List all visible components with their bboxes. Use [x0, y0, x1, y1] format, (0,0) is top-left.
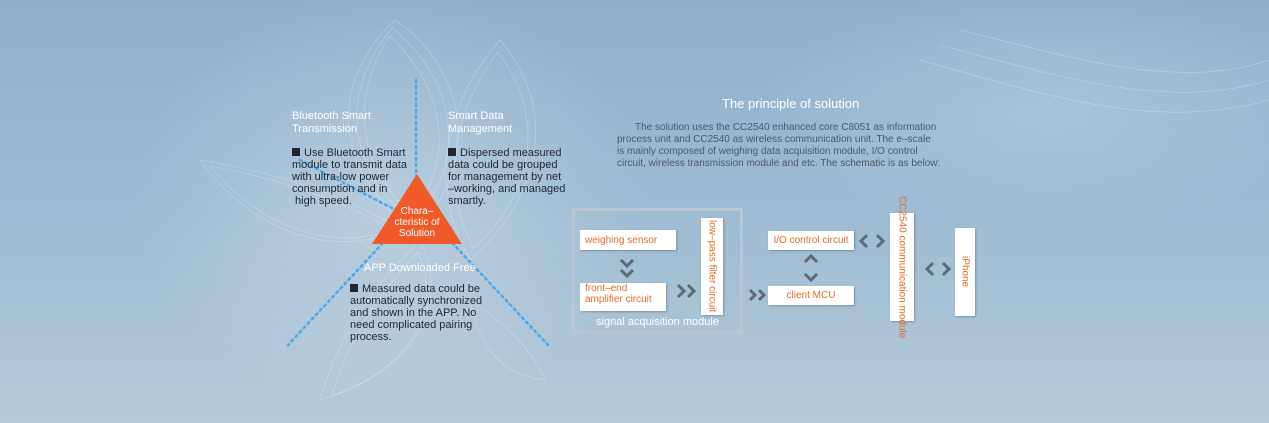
bluetooth-feature-body: Use Bluetooth Smart module to transmit d… [292, 147, 407, 207]
bullet-square-icon [448, 148, 456, 156]
chevron-updown-icon [803, 253, 819, 288]
chevron-right-double-icon [748, 288, 770, 307]
io-control-box: I/O control circuit [768, 231, 854, 250]
chevron-down-icon [619, 258, 635, 282]
weighing-sensor-box: weighing sensor [580, 230, 676, 250]
bluetooth-feature-title: Bluetooth Smart Transmission [292, 110, 371, 135]
app-feature-title: APP Downloaded Free [364, 262, 476, 274]
frontend-amplifier-box: front–end amplifier circuit [580, 283, 666, 311]
signal-acquisition-frame [572, 208, 743, 334]
signal-acquisition-label: signal acquisition module [596, 316, 719, 328]
cc2540-module-box: CC2540 communication module [890, 196, 914, 338]
solution-triangle [372, 174, 462, 244]
chevron-leftright-icon [924, 261, 952, 282]
chevron-right-double-icon [676, 283, 700, 304]
principle-title: The principle of solution [722, 96, 860, 111]
client-mcu-box: client MCU [768, 286, 854, 305]
iphone-box: iPhone [955, 228, 975, 316]
principle-body: The solution uses the CC2540 enhanced co… [617, 122, 941, 169]
chevron-leftright-icon [858, 233, 886, 254]
lowpass-filter-box: low–pass filter circuit [701, 218, 723, 315]
app-feature-body: Measured data could be automatically syn… [350, 283, 483, 343]
triangle-label: Chara– cteristic of Solution [394, 206, 440, 239]
data-management-feature-body: Dispersed measured data could be grouped… [448, 147, 566, 207]
data-management-feature-title: Smart Data Management [448, 110, 513, 135]
bullet-square-icon [292, 148, 300, 156]
bullet-square-icon [350, 284, 358, 292]
